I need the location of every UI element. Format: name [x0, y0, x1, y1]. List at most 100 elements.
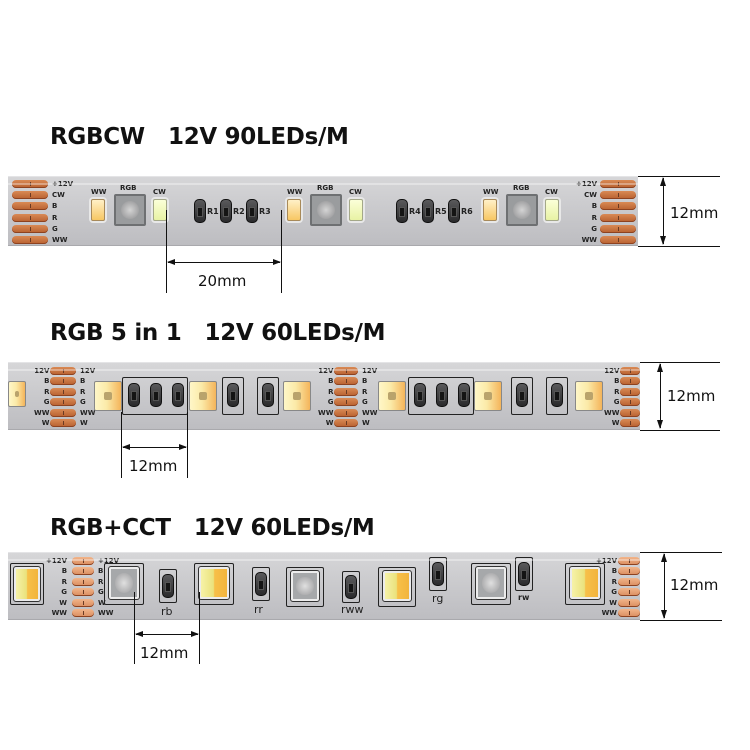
resistor-outline [515, 557, 533, 591]
solder-pad [72, 598, 94, 607]
resistor-rr [255, 572, 267, 596]
led-cct [198, 566, 230, 600]
resistor-r3 [246, 199, 258, 223]
solder-pad [50, 408, 76, 417]
resistor-r4 [396, 199, 408, 223]
resistor-label: rb [161, 605, 173, 618]
led-cool-white [349, 199, 363, 221]
arrow-right-icon [191, 631, 199, 637]
led-rgb [506, 194, 538, 226]
resistor-rww [345, 575, 357, 599]
pad-label: 12V [80, 367, 96, 375]
pad-labels: 12V B R G WW W [34, 367, 49, 427]
resistor-r1 [194, 199, 206, 223]
solder-pads [50, 367, 76, 427]
resistor [516, 383, 528, 407]
pad-label: WW [34, 408, 50, 417]
pad-label: +12V [46, 557, 68, 565]
arrow-right-icon [179, 444, 187, 450]
led-cct [569, 566, 601, 600]
pad-label: 12V [604, 367, 620, 375]
pad-label: B [591, 202, 598, 211]
pad-label: R [44, 387, 50, 396]
led-label-rgb: RGB [317, 184, 334, 192]
led-label-ww: WW [483, 188, 499, 196]
dimension-label-width: 12mm [667, 387, 716, 405]
resistor [128, 383, 140, 407]
solder-pad [618, 598, 640, 607]
pad-label: CW [584, 191, 598, 200]
pad-labels-right: 12V B R G WW W [604, 367, 619, 427]
pad-labels: +12V B R G W WW [98, 557, 119, 617]
resistor-label: R1 [207, 207, 219, 216]
led-strip-rgbcw: +12V CW B R G WW WW RGB CW R1 R2 R3 WW R… [8, 176, 638, 246]
pad-label: 12V [34, 367, 50, 375]
arrow-down-icon [660, 236, 666, 245]
solder-pad [618, 557, 640, 565]
resistor [227, 383, 239, 407]
resistor-outline [257, 377, 279, 415]
pad-label: B [614, 377, 620, 386]
resistor-group-outline [408, 377, 474, 415]
dimension-extension-line [638, 246, 720, 247]
resistor-rb [162, 574, 174, 598]
solder-pad [72, 588, 94, 597]
pad-label: B [362, 377, 368, 386]
pad-label: R [52, 213, 58, 222]
pad-label: +12V [98, 557, 120, 565]
resistor-label: rg [432, 592, 444, 605]
solder-pad [72, 608, 94, 617]
solder-pad [600, 235, 636, 244]
resistor-label: rw [518, 593, 530, 602]
solder-pad [620, 387, 640, 396]
led-cool-white [153, 199, 167, 221]
pad-label: WW [362, 408, 378, 417]
led-outline [104, 563, 144, 605]
solder-pad [50, 398, 76, 407]
solder-pad [12, 180, 48, 188]
pad-label: G [98, 588, 104, 597]
solder-pads-right [618, 557, 640, 617]
resistor-group-outline [122, 377, 188, 415]
solder-pads-right [620, 367, 640, 427]
solder-pad [620, 398, 640, 407]
resistor-label: R2 [233, 207, 245, 216]
resistor-outline [252, 567, 270, 601]
led-rgbw-5in1 [283, 381, 311, 411]
pad-label: 12V [318, 367, 334, 375]
led-warm-white [91, 199, 105, 221]
led-rgbw-5in1 [378, 381, 406, 411]
solder-pad [600, 213, 636, 222]
dimension-extension-line [199, 592, 200, 664]
resistor [551, 383, 563, 407]
solder-pad [618, 588, 640, 597]
pad-label: W [611, 418, 620, 427]
resistor-outline [546, 377, 568, 415]
dimension-label-spacing: 20mm [198, 272, 247, 290]
led-label-rgb: RGB [513, 184, 530, 192]
led-rgb [114, 194, 146, 226]
solder-pads [72, 557, 94, 617]
dimension-extension-line [640, 552, 722, 553]
led-rgbw-5in1 [474, 381, 502, 411]
arrow-left-icon [122, 444, 130, 450]
arrow-up-icon [661, 553, 667, 562]
dimension-extension-line [134, 592, 135, 664]
resistor-label: R3 [259, 207, 271, 216]
resistor-outline [342, 571, 360, 603]
pad-label: R [98, 577, 104, 586]
dimension-line [136, 634, 198, 635]
resistor-outline [429, 557, 447, 591]
led-outline [10, 563, 44, 605]
pad-label: WW [51, 608, 68, 617]
arrow-up-icon [660, 177, 666, 186]
pad-label: W [609, 598, 618, 607]
dimension-label-spacing: 12mm [129, 457, 178, 475]
dimension-extension-line [121, 412, 122, 478]
dimension-extension-line [166, 210, 167, 293]
pad-label: G [362, 398, 368, 407]
dimension-label-width: 12mm [670, 576, 719, 594]
solder-pad [334, 418, 358, 427]
led-label-cw: CW [349, 188, 362, 196]
led-cct [13, 566, 41, 602]
